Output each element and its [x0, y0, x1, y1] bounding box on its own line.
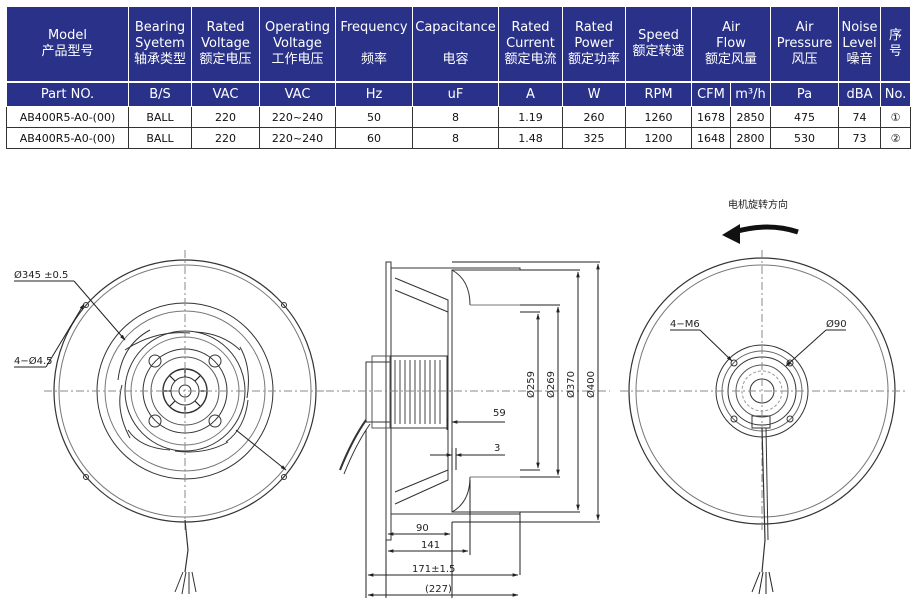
cell: 60 [335, 127, 413, 149]
side-dim-59: 59 [493, 408, 506, 419]
cell: ② [880, 127, 912, 149]
rotation-arrow-head-icon [722, 224, 740, 244]
unit-cell: CFM [691, 81, 731, 107]
unit-cell: VAC [191, 81, 260, 107]
cell: BALL [128, 106, 192, 128]
cell: ① [880, 106, 912, 128]
unit-row: Part NO. B/S VAC VAC Hz uF A W RPM CFM m… [6, 81, 912, 107]
cell: 475 [770, 106, 840, 128]
unit-cell: VAC [259, 81, 336, 107]
front-hole-label: 4−Ø4.5 [14, 355, 53, 367]
front-diameter-label: Ø345 ±0.5 [14, 269, 68, 281]
header-serial-no: 序号 [880, 6, 912, 83]
side-dia-370: Ø370 [565, 371, 577, 398]
side-dia-400: Ø400 [585, 371, 597, 398]
cell: 325 [562, 127, 626, 149]
unit-cell: uF [412, 81, 499, 107]
cell: 1200 [625, 127, 692, 149]
unit-cell: A [498, 81, 563, 107]
unit-cell: Part NO. [6, 81, 129, 107]
rear-view [620, 250, 905, 595]
table-row: AB400R5-A0-(00) BALL 220 220~240 60 8 1.… [6, 127, 912, 149]
side-dim-171: 171±1.5 [412, 564, 455, 575]
cell: 1648 [691, 127, 731, 149]
side-dim-3: 3 [494, 443, 500, 454]
side-view [326, 261, 610, 598]
side-dim-141: 141 [421, 540, 440, 551]
unit-cell: Hz [335, 81, 413, 107]
cell: BALL [128, 127, 192, 149]
side-dia-269: Ø269 [545, 371, 557, 398]
cell: 220~240 [259, 106, 336, 128]
side-dia-259: Ø259 [525, 371, 537, 398]
cell: 8 [412, 127, 499, 149]
rear-rotation-label: 电机旋转方向 [728, 198, 788, 211]
cell: 220 [191, 127, 260, 149]
side-dim-90: 90 [416, 523, 429, 534]
rotation-arrow-icon [733, 224, 799, 235]
cell: 74 [838, 106, 882, 128]
header-frequency: Frequency 频率 [335, 6, 413, 83]
header-capacitance: Capacitance 电容 [412, 6, 499, 83]
unit-cell: B/S [128, 81, 192, 107]
cell: 1.48 [498, 127, 563, 149]
cell: 2850 [729, 106, 772, 128]
cell: 1260 [625, 106, 692, 128]
front-view [14, 250, 326, 532]
cell: 1678 [691, 106, 731, 128]
rear-thread-label: 4−M6 [670, 319, 700, 330]
cell: 530 [770, 127, 840, 149]
rear-circle-label: Ø90 [826, 318, 847, 330]
unit-cell: m³/h [729, 81, 772, 107]
unit-cell: No. [880, 81, 912, 107]
side-dim-227: (227) [425, 584, 452, 595]
unit-cell: dBA [838, 81, 882, 107]
table-row: AB400R5-A0-(00) BALL 220 220~240 50 8 1.… [6, 106, 912, 128]
cell: 2800 [729, 127, 772, 149]
cell: 73 [838, 127, 882, 149]
unit-cell: RPM [625, 81, 692, 107]
cell: AB400R5-A0-(00) [6, 106, 129, 128]
cell: AB400R5-A0-(00) [6, 127, 129, 149]
front-cable [174, 519, 197, 595]
cell: 220 [191, 106, 260, 128]
unit-cell: W [562, 81, 626, 107]
cell: 220~240 [259, 127, 336, 149]
